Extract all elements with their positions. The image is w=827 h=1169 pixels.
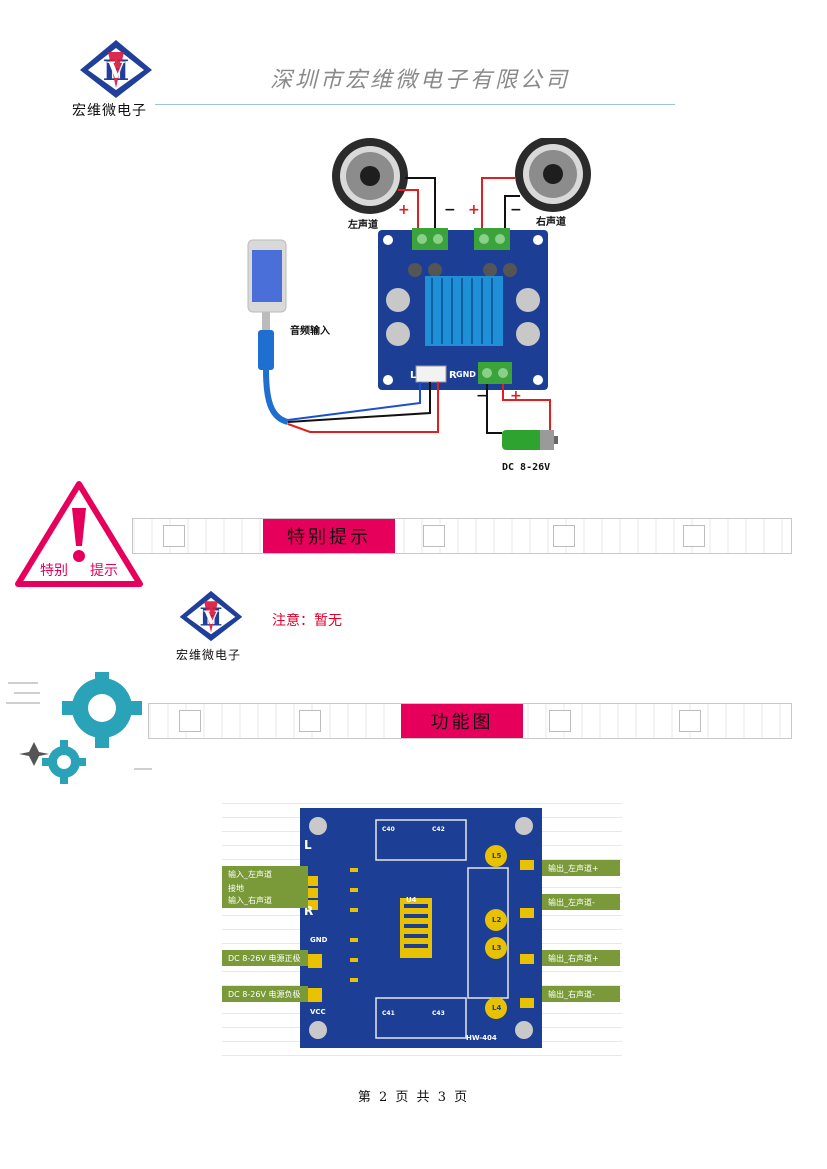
banner-segment xyxy=(683,525,705,547)
svg-text:V: V xyxy=(106,58,125,84)
special-notice-title: 特别提示 xyxy=(263,519,395,553)
right-minus-sign: − xyxy=(510,202,522,218)
left-plus-sign: + xyxy=(398,202,410,218)
inductor-l5: L5 xyxy=(492,852,502,860)
right-plus-sign: + xyxy=(468,202,480,218)
inductor-l2: L2 xyxy=(492,916,502,924)
label-input-right: 输入_右声道 xyxy=(222,892,308,908)
banner-segment xyxy=(549,710,571,732)
header: H V 宏维微电子 深圳市宏维微电子有限公司 xyxy=(0,0,827,120)
board-l-label: L xyxy=(410,370,417,381)
board-r-label: R xyxy=(449,370,457,381)
inductor-l3: L3 xyxy=(492,944,502,952)
banner-segment xyxy=(553,525,575,547)
label-input-left: 输入_左声道 xyxy=(222,866,308,882)
header-divider xyxy=(155,104,675,105)
battery-icon xyxy=(502,430,558,450)
inductor-l4: L4 xyxy=(492,1004,502,1012)
label-power-positive: DC 8-26V 电源正极 xyxy=(222,950,308,966)
cap-c41: C41 xyxy=(382,1010,395,1017)
wiring-illustration xyxy=(247,136,591,450)
power-plus-sign: + xyxy=(510,388,522,404)
cap-c43: C43 xyxy=(432,1010,445,1017)
right-speaker-icon xyxy=(515,136,591,212)
label-power-negative: DC 8-26V 电源负极 xyxy=(222,986,308,1002)
company-logo-small: H V xyxy=(179,590,243,642)
cap-c40: C40 xyxy=(382,826,395,833)
banner-segment xyxy=(423,525,445,547)
function-diagram-title: 功能图 xyxy=(401,704,523,738)
audio-input-label: 音频输入 xyxy=(290,326,330,337)
warning-text-1: 特别 xyxy=(40,563,68,579)
company-logo: H V xyxy=(80,40,152,98)
pcb-gnd-label: GND xyxy=(310,936,328,944)
logo-text-small: 宏维微电子 xyxy=(176,648,242,662)
gears-icon xyxy=(6,672,152,784)
label-output-right-minus: 输出_右声道- xyxy=(542,986,620,1002)
left-minus-sign: − xyxy=(444,202,456,218)
logo-text: 宏维微电子 xyxy=(72,103,147,119)
pcb-function-diagram: L R GND VCC U4 HW-404 L5 L2 L3 L4 C40 C4… xyxy=(222,798,622,1056)
label-output-right-plus: 输出_右声道+ xyxy=(542,950,620,966)
warning-sign: 特别 提示 xyxy=(14,480,144,588)
pcb-model-label: HW-404 xyxy=(466,1034,497,1042)
warning-triangle-icon xyxy=(15,481,143,587)
right-channel-label: 右声道 xyxy=(536,217,566,228)
banner-segment xyxy=(179,710,201,732)
company-name: 深圳市宏维微电子有限公司 xyxy=(270,68,571,93)
wiring-diagram: 左声道 右声道 + − + − 音频输入 L R GND − + DC 8-26… xyxy=(240,136,600,483)
pcb-l-label: L xyxy=(304,838,312,852)
banner-segment xyxy=(299,710,321,732)
board-gnd-label: GND xyxy=(456,370,476,379)
pcb-chip-label: U4 xyxy=(406,896,417,904)
page-number: 第 2 页 共 3 页 xyxy=(357,1090,470,1105)
pcb-board xyxy=(300,808,542,1048)
label-output-left-minus: 输出_左声道- xyxy=(542,894,620,910)
left-channel-label: 左声道 xyxy=(348,220,378,231)
pcb-r-label: R xyxy=(304,904,314,918)
left-speaker-icon xyxy=(332,138,408,214)
notice-note: 注意：暂无 xyxy=(272,613,342,629)
power-label: DC 8-26V xyxy=(502,462,551,473)
phone-icon xyxy=(247,239,289,425)
banner-segment xyxy=(679,710,701,732)
special-notice-banner: 特别提示 xyxy=(132,518,792,554)
banner-segment xyxy=(163,525,185,547)
warning-text-2: 提示 xyxy=(90,563,118,579)
label-output-left-plus: 输出_左声道+ xyxy=(542,860,620,876)
power-minus-sign: − xyxy=(476,388,488,404)
svg-text:V: V xyxy=(203,606,220,629)
cap-c42: C42 xyxy=(432,826,445,833)
function-diagram-banner: 功能图 xyxy=(148,703,792,739)
pcb-vcc-label: VCC xyxy=(310,1008,326,1016)
